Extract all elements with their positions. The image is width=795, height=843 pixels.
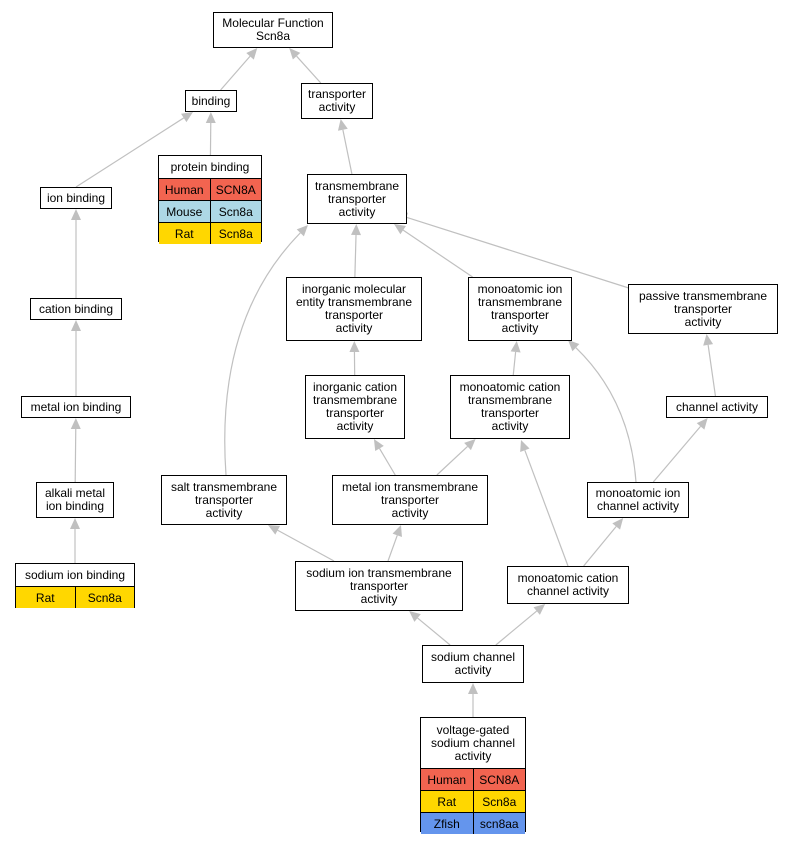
annotation-row-zfish: Zfish scn8aa bbox=[421, 813, 525, 834]
edge-arrowhead bbox=[533, 604, 546, 615]
edge-passive-tta-to-transmembrane-transporter-activity bbox=[406, 216, 636, 291]
edge-arrowhead bbox=[510, 341, 521, 353]
node-transporter-activity[interactable]: transporter activity bbox=[301, 83, 373, 119]
edge-monoatomic-cation-tta-to-monoatomic-ion-tta bbox=[512, 351, 517, 376]
edge-monoatomic-cation-channel-activity-to-monoatomic-cation-tta bbox=[524, 450, 569, 567]
edge-arrowhead bbox=[289, 48, 301, 60]
gene-symbol[interactable]: Scn8a bbox=[209, 223, 262, 244]
node-inorganic-cation-tta[interactable]: inorganic cation transmembrane transport… bbox=[305, 375, 405, 439]
edge-transporter-activity-to-molecular-function bbox=[296, 55, 322, 84]
edge-arrowhead bbox=[520, 440, 530, 453]
node-sodium-ion-tta[interactable]: sodium ion transmembrane transporter act… bbox=[295, 561, 463, 611]
node-monoatomic-cation-channel-activity[interactable]: monoatomic cation channel activity bbox=[507, 566, 629, 604]
node-binding[interactable]: binding bbox=[185, 90, 237, 112]
edge-alkali-metal-ion-binding-to-metal-ion-binding bbox=[74, 428, 77, 483]
edge-channel-activity-to-passive-tta bbox=[707, 344, 717, 397]
edge-metal-ion-tta-to-monoatomic-cation-tta bbox=[436, 446, 468, 476]
annotation-row-human: Human SCN8A bbox=[159, 179, 261, 201]
node-inorganic-molecular-entity-tta[interactable]: inorganic molecular entity transmembrane… bbox=[286, 277, 422, 341]
node-ion-binding[interactable]: ion binding bbox=[40, 187, 112, 209]
species-label: Human bbox=[427, 772, 467, 787]
node-metal-ion-tta[interactable]: metal ion transmembrane transporter acti… bbox=[332, 475, 488, 525]
edge-arrowhead bbox=[392, 525, 402, 538]
gene-symbol[interactable]: SCN8A bbox=[209, 179, 262, 200]
node-label: protein binding bbox=[159, 156, 261, 179]
edge-binding-to-molecular-function bbox=[220, 55, 251, 91]
edge-arrowhead bbox=[268, 525, 281, 535]
node-passive-tta[interactable]: passive transmembrane transporter activi… bbox=[628, 284, 778, 334]
node-label: sodium ion binding bbox=[16, 564, 134, 587]
edge-arrowhead bbox=[351, 224, 362, 236]
edge-arrowhead bbox=[696, 418, 708, 430]
node-monoatomic-ion-channel-activity[interactable]: monoatomic ion channel activity bbox=[587, 482, 689, 518]
gene-symbol[interactable]: Scn8a bbox=[472, 791, 526, 812]
annotation-row-rat: Rat Scn8a bbox=[159, 223, 261, 244]
node-alkali-metal-ion-binding[interactable]: alkali metal ion binding bbox=[36, 482, 114, 518]
edge-monoatomic-ion-tta-to-transmembrane-transporter-activity bbox=[402, 229, 473, 278]
edge-arrowhead bbox=[70, 518, 80, 529]
species-label: Mouse bbox=[166, 204, 203, 219]
node-label: voltage-gated sodium channel activity bbox=[421, 718, 525, 769]
species-label: Human bbox=[164, 182, 204, 197]
edge-sodium-ion-tta-to-salt-tta bbox=[277, 529, 335, 562]
species-label: Rat bbox=[174, 226, 194, 241]
edge-sodium-ion-tta-to-metal-ion-tta bbox=[387, 535, 398, 562]
node-metal-ion-binding[interactable]: metal ion binding bbox=[21, 396, 131, 418]
edge-arrowhead bbox=[246, 48, 258, 60]
node-channel-activity[interactable]: channel activity bbox=[666, 396, 768, 418]
annotation-row-human: Human SCN8A bbox=[421, 769, 525, 791]
edge-monoatomic-cation-channel-activity-to-monoatomic-ion-channel-activity bbox=[583, 526, 617, 567]
species-label: Rat bbox=[437, 794, 457, 809]
edge-arrowhead bbox=[337, 119, 348, 131]
edge-arrowhead bbox=[394, 224, 406, 235]
node-cation-binding[interactable]: cation binding bbox=[30, 298, 122, 320]
species-label: Rat bbox=[35, 590, 55, 605]
node-molecular-function[interactable]: Molecular Function Scn8a bbox=[213, 12, 333, 48]
edge-arrowhead bbox=[464, 439, 476, 451]
edge-arrowhead bbox=[205, 112, 216, 124]
node-salt-tta[interactable]: salt transmembrane transporter activity bbox=[161, 475, 287, 525]
node-monoatomic-cation-tta[interactable]: monoatomic cation transmembrane transpor… bbox=[450, 375, 570, 439]
gene-symbol[interactable]: scn8aa bbox=[472, 813, 526, 834]
annotation-row-rat: Rat Scn8a bbox=[421, 791, 525, 813]
edge-arrowhead bbox=[373, 439, 384, 452]
edge-transmembrane-transporter-activity-to-transporter-activity bbox=[342, 129, 353, 175]
edge-arrowhead bbox=[409, 611, 421, 622]
edge-metal-ion-tta-to-inorganic-cation-tta bbox=[379, 448, 396, 476]
edge-monoatomic-ion-channel-activity-to-channel-activity bbox=[652, 425, 701, 483]
edge-arrowhead bbox=[296, 225, 308, 237]
gene-symbol[interactable]: Scn8a bbox=[209, 201, 262, 222]
gene-symbol[interactable]: SCN8A bbox=[472, 769, 526, 790]
edge-sodium-channel-activity-to-monoatomic-cation-channel-activity bbox=[495, 610, 538, 646]
edge-arrowhead bbox=[349, 341, 360, 353]
edge-inorganic-molecular-entity-tta-to-transmembrane-transporter-activity bbox=[354, 234, 357, 278]
edge-monoatomic-ion-channel-activity-to-monoatomic-ion-tta bbox=[575, 347, 637, 483]
edge-arrowhead bbox=[568, 340, 580, 352]
edge-arrowhead bbox=[468, 683, 478, 694]
node-sodium-channel-activity[interactable]: sodium channel activity bbox=[422, 645, 524, 683]
edge-ion-binding-to-binding bbox=[75, 117, 185, 188]
edge-sodium-channel-activity-to-sodium-ion-tta bbox=[417, 617, 451, 646]
edge-arrowhead bbox=[181, 112, 193, 123]
annotation-row-mouse: Mouse Scn8a bbox=[159, 201, 261, 223]
species-label: Zfish bbox=[433, 816, 460, 831]
annotation-row-rat: Rat Scn8a bbox=[16, 587, 134, 608]
edge-arrowhead bbox=[703, 334, 714, 346]
node-monoatomic-ion-tta[interactable]: monoatomic ion transmembrane transporter… bbox=[468, 277, 572, 341]
edge-arrowhead bbox=[612, 518, 624, 530]
node-transmembrane-transporter-activity[interactable]: transmembrane transporter activity bbox=[307, 174, 407, 224]
edge-arrowhead bbox=[71, 209, 81, 220]
edge-arrowhead bbox=[70, 418, 81, 430]
edge-arrowhead bbox=[71, 320, 81, 331]
edge-salt-tta-to-transmembrane-transporter-activity bbox=[224, 232, 301, 476]
gene-symbol[interactable]: Scn8a bbox=[74, 587, 135, 608]
